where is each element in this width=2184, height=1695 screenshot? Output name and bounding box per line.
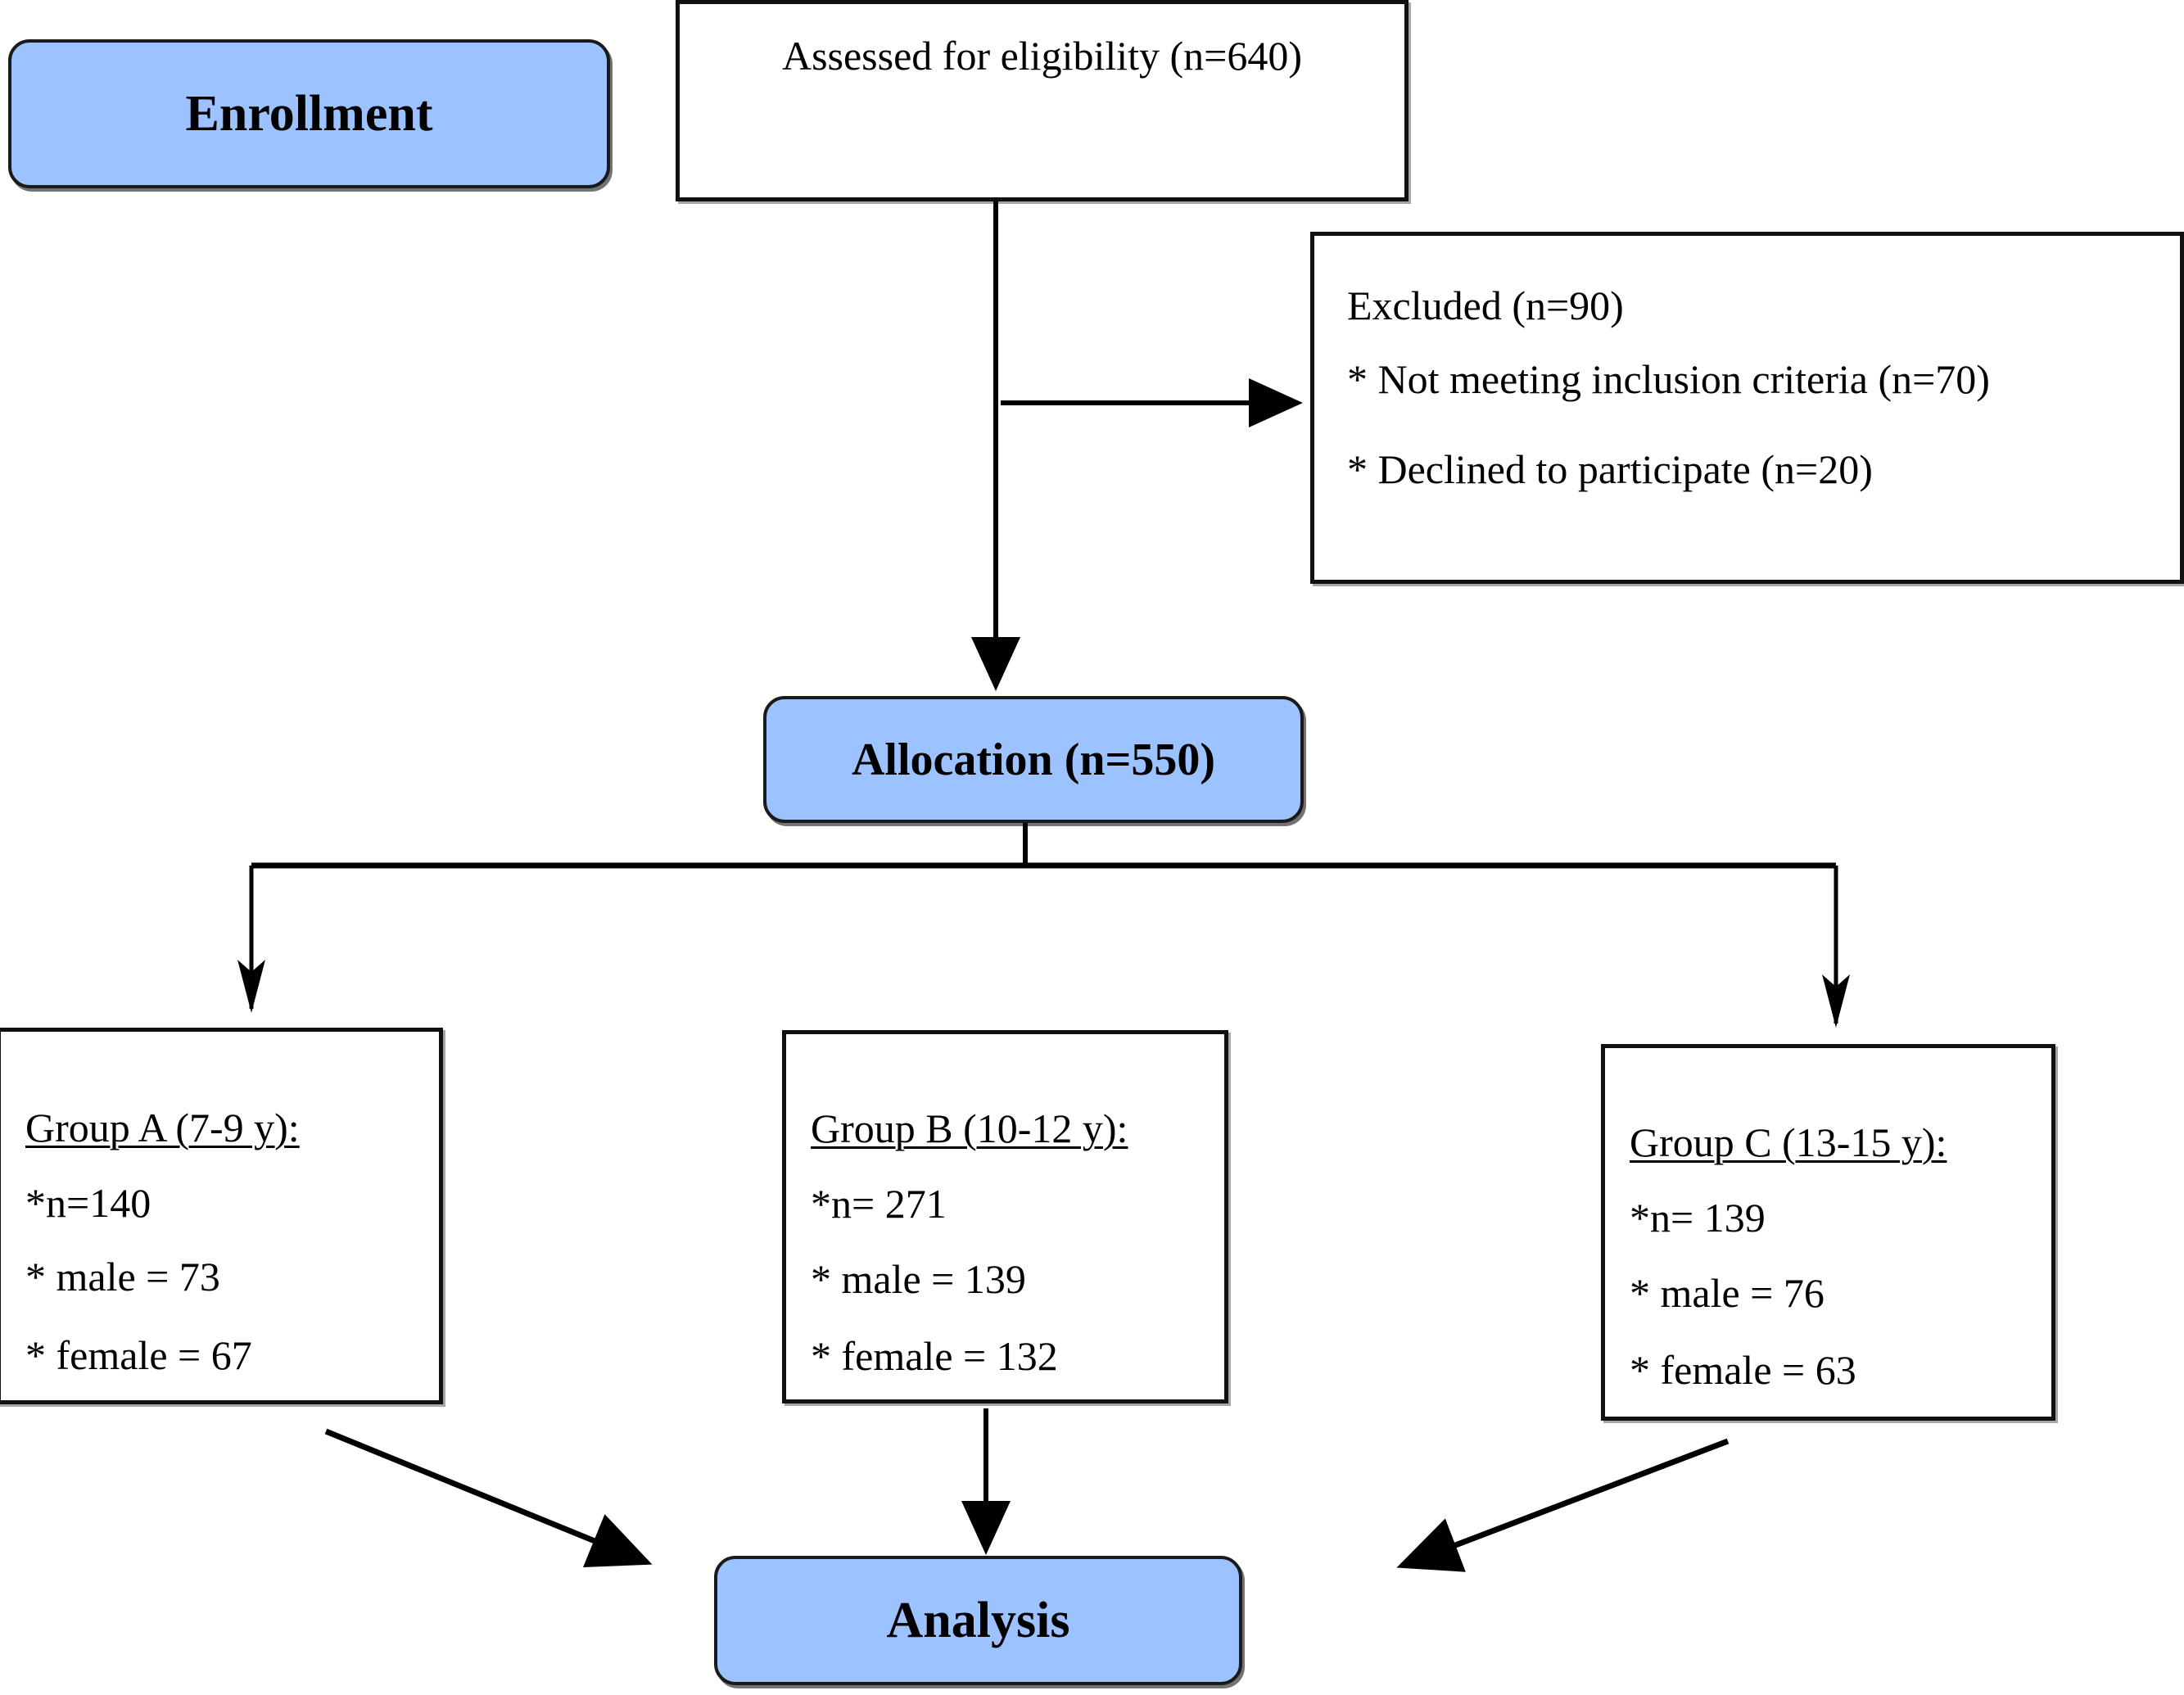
connector-group-c-to-analysis: [1396, 1438, 1730, 1572]
excluded-line-1: Excluded (n=90): [1347, 282, 1624, 328]
group-c-title: Group C (13-15 y):: [1630, 1119, 1947, 1165]
box-excluded[interactable]: Excluded (n=90) * Not meeting inclusion …: [1310, 232, 2184, 584]
group-b-line-3: * female = 132: [811, 1333, 1058, 1379]
stage-analysis[interactable]: Analysis: [714, 1556, 1242, 1685]
connector-group-a-to-analysis: [324, 1428, 653, 1567]
stage-allocation-label: Allocation (n=550): [851, 734, 1216, 785]
group-a-line-1: *n=140: [25, 1180, 151, 1226]
box-group-b[interactable]: Group B (10-12 y): *n= 271 * male = 139 …: [782, 1030, 1228, 1403]
group-a-line-2: * male = 73: [25, 1254, 220, 1300]
excluded-line-3: * Declined to participate (n=20): [1347, 446, 1873, 492]
group-a-line-3: * female = 67: [25, 1332, 252, 1378]
stage-analysis-label: Analysis: [886, 1592, 1070, 1648]
connector-allocation-split: [237, 823, 1850, 1028]
box-group-c[interactable]: Group C (13-15 y): *n= 139 * male = 76 *…: [1601, 1044, 2055, 1421]
box-assessed-for-eligibility[interactable]: Assessed for eligibility (n=640): [676, 0, 1409, 201]
group-c-line-2: * male = 76: [1630, 1270, 1825, 1316]
excluded-line-2: * Not meeting inclusion criteria (n=70): [1347, 356, 1990, 402]
assessed-line-1: Assessed for eligibility (n=640): [781, 33, 1303, 79]
group-c-line-1: *n= 139: [1630, 1195, 1766, 1241]
group-b-title: Group B (10-12 y):: [811, 1105, 1128, 1151]
stage-enrollment[interactable]: Enrollment: [8, 39, 610, 188]
stage-enrollment-label: Enrollment: [185, 85, 433, 142]
group-c-line-3: * female = 63: [1630, 1347, 1856, 1393]
stage-allocation[interactable]: Allocation (n=550): [763, 696, 1304, 823]
group-a-title: Group A (7-9 y):: [25, 1105, 300, 1150]
group-b-line-2: * male = 139: [811, 1256, 1026, 1302]
box-group-a[interactable]: Group A (7-9 y): *n=140 * male = 73 * fe…: [0, 1028, 443, 1404]
group-b-line-1: *n= 271: [811, 1181, 947, 1227]
